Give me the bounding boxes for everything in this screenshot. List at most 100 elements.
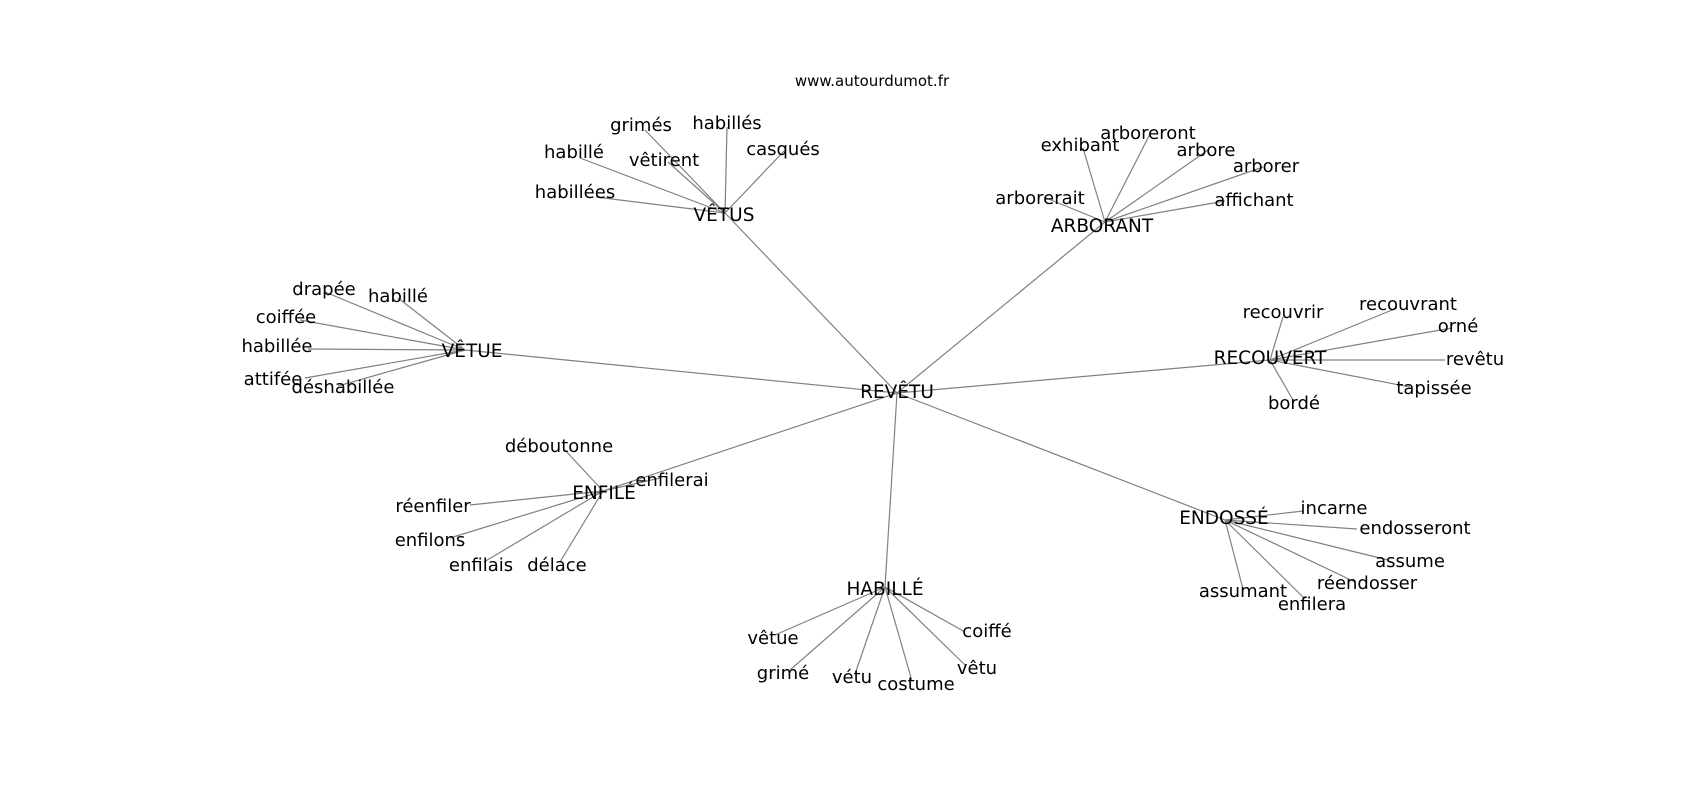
edge-arborant-leaf	[1104, 200, 1226, 223]
leaf-word: enfilais	[449, 555, 513, 576]
edge-endosse-leaf	[1224, 519, 1244, 590]
edge-recouvert-leaf	[1269, 316, 1284, 361]
edge-endosse-leaf	[1224, 519, 1389, 561]
leaf-word: arboreront	[1100, 123, 1195, 144]
graph-labels: grimés habillés casqués habillé vêtirent habi…	[241, 113, 1504, 695]
leaf-word: incarne	[1301, 498, 1368, 519]
leaf-word: costume	[877, 674, 954, 695]
leaf-word: casqués	[746, 139, 820, 160]
edge-vetue-leaf	[304, 349, 466, 379]
leaf-word: vétu	[832, 667, 872, 688]
edge-vetus-leaf	[595, 196, 726, 214]
edge-enfile-leaf	[469, 490, 604, 506]
leaf-word: bordé	[1268, 393, 1320, 414]
leaf-word: vêtu	[957, 658, 997, 679]
hub-word-vetue: VÊTUE	[442, 340, 503, 362]
leaf-word: orné	[1438, 316, 1479, 337]
leaf-word: attifée	[244, 369, 303, 390]
leaf-word: exhibant	[1041, 135, 1120, 156]
leaf-word: vêtirent	[629, 150, 699, 171]
leaf-word: habillées	[535, 182, 615, 203]
hub-word-endosse: ENDOSSÉ	[1179, 507, 1269, 529]
edge-recouvert-leaf	[1269, 359, 1294, 401]
edge-arborant-leaf	[1104, 166, 1264, 223]
edge-vetue-leaf	[307, 348, 466, 351]
leaf-word: habillés	[692, 113, 761, 134]
leaf-word: habillé	[544, 142, 604, 163]
hub-word-recouvert: RECOUVERT	[1214, 348, 1327, 369]
edge-vetue-leaf	[324, 291, 466, 351]
leaf-word: affichant	[1214, 190, 1293, 211]
leaf-word: enfilera	[1278, 594, 1346, 615]
edge-habille-leaf	[884, 586, 966, 666]
leaf-word: délace	[527, 555, 587, 576]
leaf-word: coiffée	[256, 307, 316, 328]
edge-vetue-leaf	[337, 349, 466, 387]
edge-endosse-leaf	[1224, 519, 1356, 583]
leaf-word: vêtue	[747, 628, 798, 649]
edge-habille-leaf	[774, 586, 886, 636]
edge-arborant-leaf	[1104, 149, 1209, 223]
leaf-word: assumant	[1199, 581, 1287, 602]
edge-root-habille	[884, 392, 898, 588]
edge-vetus-leaf	[724, 126, 728, 214]
edge-enfile-leaf	[449, 490, 604, 539]
edge-vetue-leaf	[397, 297, 466, 351]
hub-word-enfile: ENFILÉ	[572, 482, 636, 504]
leaf-word: enfilons	[395, 530, 466, 551]
edge-habille-leaf	[884, 586, 913, 682]
edge-vetus-leaf	[644, 129, 726, 214]
graph-edges	[299, 126, 1453, 682]
edge-root-vetus	[724, 212, 898, 394]
edge-recouvert-leaf	[1269, 307, 1398, 361]
edge-endosse-leaf	[1224, 510, 1304, 521]
leaf-word: enfilerai	[635, 470, 708, 491]
leaf-word: recouvrant	[1359, 294, 1457, 315]
edge-root-enfile	[602, 392, 898, 492]
leaf-word: recouvrir	[1243, 302, 1324, 323]
edge-vetus-leaf	[667, 161, 726, 214]
leaf-word: revêtu	[1446, 349, 1504, 370]
hub-word-habille: HABILLÉ	[846, 578, 923, 600]
leaf-word: grimé	[757, 663, 809, 684]
edge-habille-leaf	[789, 586, 886, 671]
edge-enfile-leaf	[559, 490, 604, 563]
edge-vetue-leaf	[299, 319, 466, 351]
leaf-word: habillé	[368, 286, 428, 307]
edge-arborant-leaf	[1045, 197, 1106, 223]
leaf-word: déshabillée	[292, 377, 395, 398]
leaf-word: réenfiler	[395, 496, 471, 517]
leaf-word: endosseront	[1359, 518, 1470, 539]
edge-enfile-leaf	[483, 490, 604, 563]
site-url: www.autourdumot.fr	[794, 72, 950, 90]
leaf-word: réendosser	[1317, 573, 1418, 594]
edge-endosse-leaf	[1224, 519, 1306, 600]
edge-arborant-leaf	[1104, 133, 1151, 223]
hub-word-vetus: VÊTUS	[694, 204, 755, 226]
edge-recouvert-leaf	[1269, 327, 1453, 361]
edge-enfile-leaf	[564, 449, 604, 492]
edge-recouvert-leaf	[1269, 359, 1411, 388]
edge-root-vetue	[464, 349, 898, 394]
edge-root-endosse	[896, 392, 1226, 521]
root-word: REVÊTU	[860, 381, 934, 403]
leaf-word: coiffé	[962, 621, 1011, 642]
leaf-word: tapissée	[1396, 378, 1471, 399]
edge-vetus-leaf	[724, 149, 786, 214]
edge-enfile-leaf	[602, 477, 661, 492]
edge-vetus-leaf	[579, 157, 726, 214]
edge-root-recouvert	[896, 359, 1271, 394]
edge-endosse-leaf	[1224, 519, 1358, 530]
leaf-word: grimés	[610, 115, 672, 136]
leaf-word: habillée	[241, 336, 312, 357]
leaf-word: arborer	[1233, 156, 1300, 177]
edge-arborant-leaf	[1082, 147, 1106, 223]
edge-habille-leaf	[854, 586, 886, 675]
edge-habille-leaf	[884, 586, 966, 633]
leaf-word: déboutonne	[505, 436, 613, 457]
leaf-word: arbore	[1177, 140, 1236, 161]
leaf-word: assume	[1375, 551, 1445, 572]
hub-word-arborant: ARBORANT	[1051, 216, 1154, 237]
leaf-word: drapée	[292, 279, 355, 300]
